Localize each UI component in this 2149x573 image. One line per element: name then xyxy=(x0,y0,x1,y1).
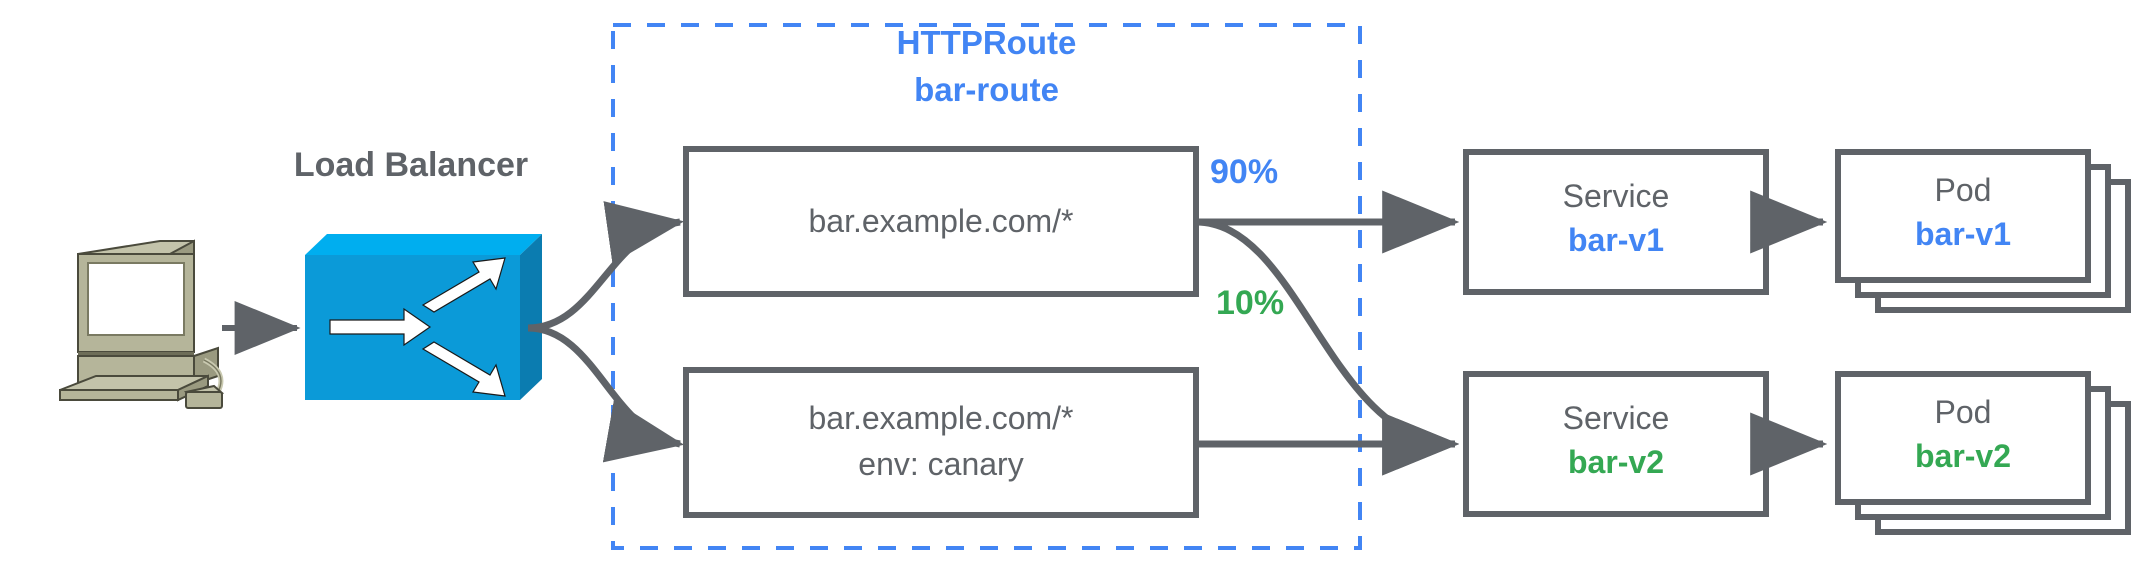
rule-2-match-line-1: bar.example.com/* xyxy=(808,400,1074,436)
pod-stack-bar-v2 xyxy=(1835,371,2131,535)
pod-stack-bar-v1 xyxy=(1835,149,2131,313)
switch-icon xyxy=(305,234,542,400)
rule-2-match-line-2: env: canary xyxy=(858,446,1024,482)
httproute-group-border xyxy=(611,23,1362,550)
httproute-kind-label: HTTPRoute xyxy=(896,24,1077,61)
load-balancer-label: Load Balancer xyxy=(293,146,529,184)
rule-1-match-line-1: bar.example.com/* xyxy=(808,203,1074,239)
weight-label-10: 10% xyxy=(1216,284,1285,322)
edge-rule1-to-service-bar-v2 xyxy=(1195,218,1460,476)
pod-name-bar-v2: bar-v2 xyxy=(1914,438,2012,474)
edge-lb-to-rules xyxy=(527,201,685,463)
pod-kind-bar-v1: Pod xyxy=(1934,172,1992,208)
service-box-bar-v2 xyxy=(1463,371,1769,517)
weight-label-90: 90% xyxy=(1210,153,1279,191)
rule-box-2 xyxy=(683,367,1199,518)
httproute-name-label: bar-route xyxy=(914,71,1059,108)
desktop-computer-icon xyxy=(59,239,225,409)
service-box-bar-v1 xyxy=(1463,149,1769,295)
service-kind-bar-v1: Service xyxy=(1562,178,1670,214)
service-name-bar-v2: bar-v2 xyxy=(1567,444,1665,480)
service-name-bar-v1: bar-v1 xyxy=(1567,222,1665,258)
pod-kind-bar-v2: Pod xyxy=(1934,394,1992,430)
service-kind-bar-v2: Service xyxy=(1562,400,1670,436)
pod-name-bar-v1: bar-v1 xyxy=(1914,216,2012,252)
